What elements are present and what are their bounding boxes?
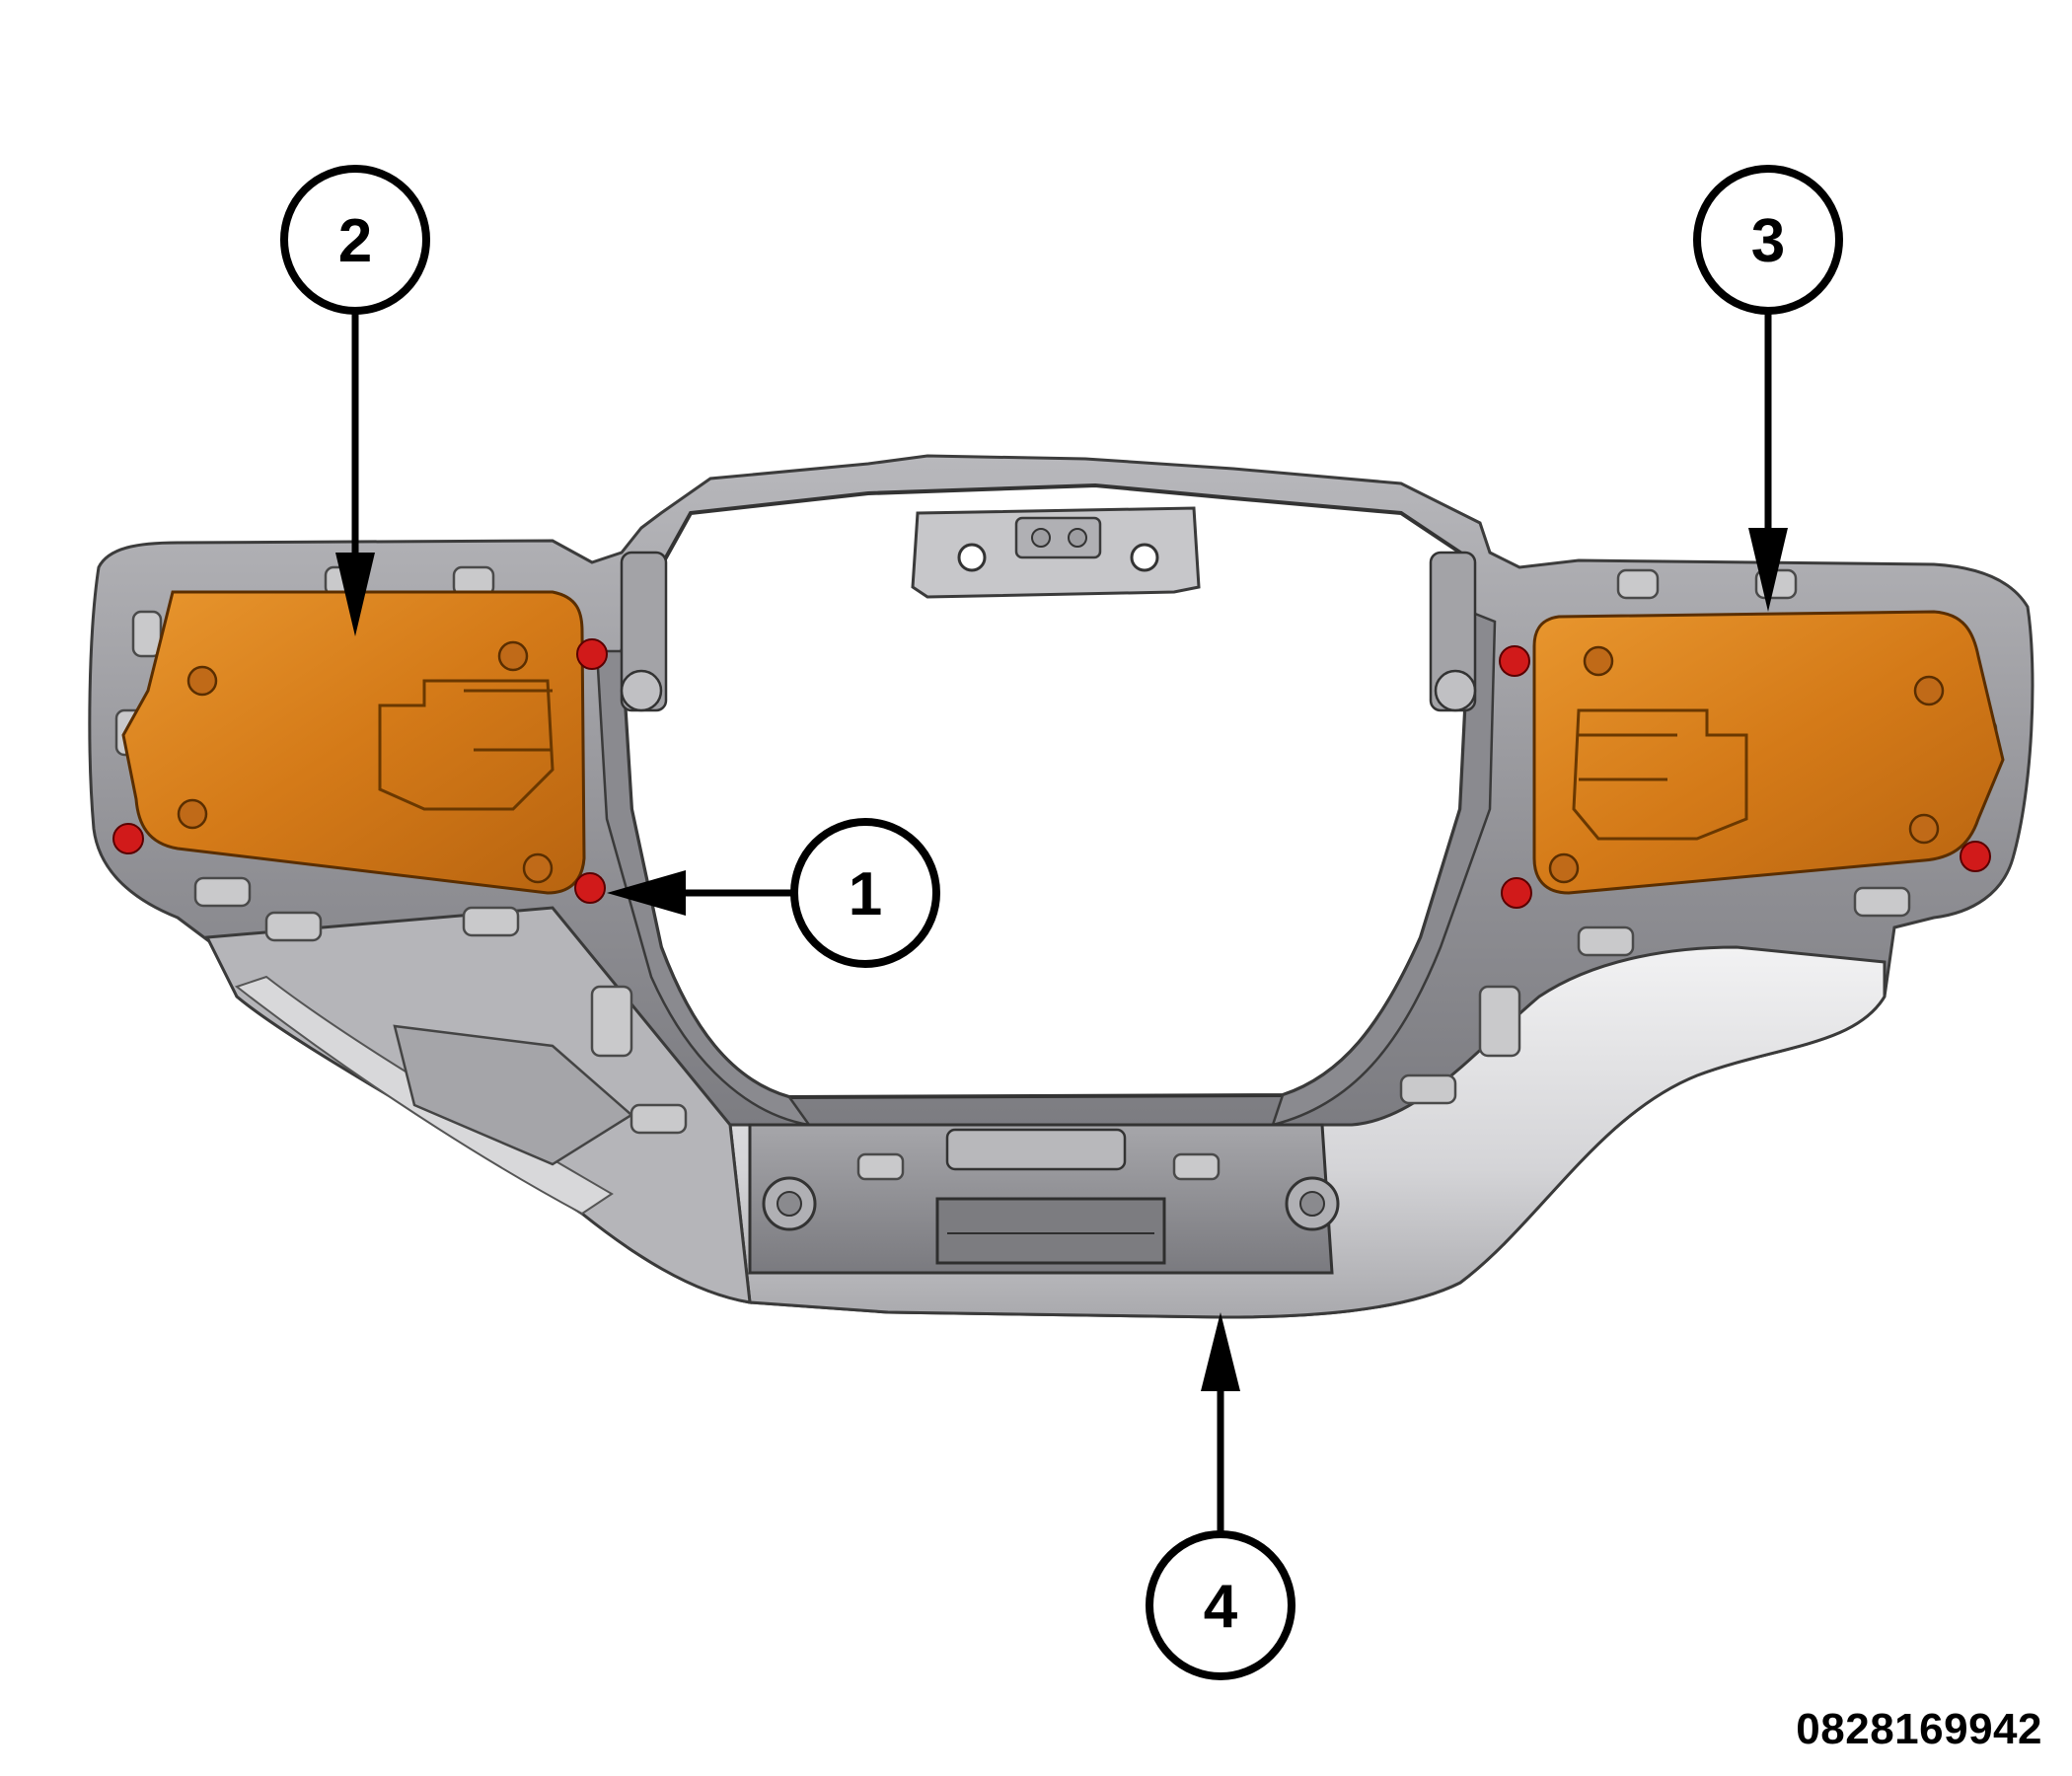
callout-3-circle [1693,165,1843,315]
callout-3-group: 3 [1693,165,1843,612]
callout-3-label: 3 [1751,207,1785,275]
screw-right-lower [1501,877,1532,909]
callout-2-label: 2 [338,207,372,275]
callout-1-label: 1 [849,860,882,928]
switch-bezel-frame [88,454,2035,1319]
figure-id: 0828169942 [1796,1705,2042,1753]
screw-left-lower [574,872,606,904]
callout-1-circle [790,818,940,968]
screws [112,638,1991,909]
callout-4-group: 4 [1146,1312,1295,1680]
right-switch-module [1532,610,2005,895]
screw-right-upper [1499,645,1530,677]
left-switch-module [121,590,586,895]
screw-left-upper [576,638,608,670]
callout-4-circle [1146,1530,1295,1680]
callout-4-label: 4 [1204,1573,1238,1641]
screw-right-outer [1960,841,1991,872]
callout-2-circle [280,165,430,315]
callout-2-group: 2 [280,165,430,636]
callout-1-group: 1 [607,818,940,968]
screw-left-outer [112,823,144,854]
